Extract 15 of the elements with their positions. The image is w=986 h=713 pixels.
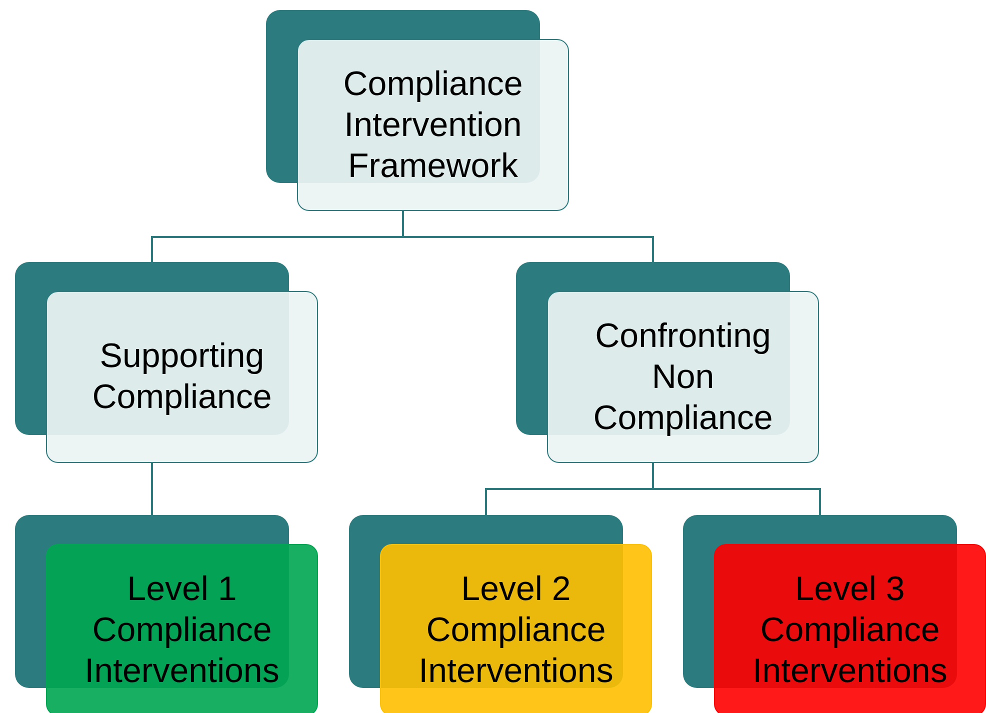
process-box <box>349 515 652 713</box>
process-box <box>683 515 986 713</box>
process-box <box>15 262 318 463</box>
box-label: Supporting Compliance <box>91 336 273 418</box>
box-label: Confronting Non Compliance <box>592 316 774 438</box>
process-box <box>516 262 819 463</box>
box-label: Level 1 Compliance Interventions <box>84 568 280 692</box>
process-box <box>266 10 569 211</box>
box-label: Compliance Intervention Framework <box>342 64 524 186</box>
process-box <box>15 515 318 713</box>
connector-line <box>151 463 153 515</box>
box-label: Level 2 Compliance Interventions <box>418 568 614 692</box>
connector-line <box>402 211 654 262</box>
box-label: Level 3 Compliance Interventions <box>752 568 948 692</box>
connector-line <box>652 463 821 515</box>
